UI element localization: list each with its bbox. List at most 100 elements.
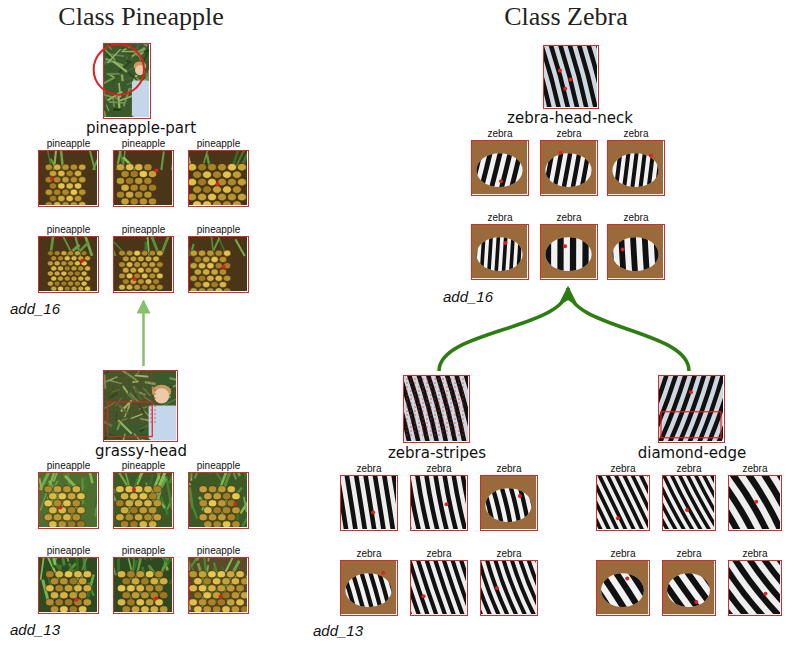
art-shape bbox=[222, 171, 231, 179]
art-shape bbox=[442, 406, 443, 407]
art-shape bbox=[729, 561, 780, 614]
art-shape bbox=[110, 389, 111, 390]
class-caption: zebra bbox=[596, 548, 650, 560]
sample-thumbnail: zebra bbox=[410, 548, 468, 616]
thumbnail-art bbox=[114, 473, 172, 527]
art-shape bbox=[72, 514, 80, 521]
art-shape bbox=[194, 281, 202, 287]
art-shape bbox=[149, 284, 156, 290]
art-shape bbox=[64, 585, 72, 592]
art-shape bbox=[138, 417, 139, 418]
art-shape bbox=[146, 393, 147, 394]
art-shape bbox=[199, 500, 207, 507]
art-shape bbox=[222, 507, 230, 514]
art-shape bbox=[95, 477, 97, 508]
art-shape bbox=[145, 290, 152, 291]
art-shape bbox=[414, 430, 415, 431]
art-shape bbox=[122, 385, 123, 386]
art-shape bbox=[357, 561, 396, 614]
art-shape bbox=[134, 262, 141, 268]
art-shape bbox=[462, 406, 463, 407]
art-shape bbox=[219, 594, 223, 598]
art-shape bbox=[122, 578, 130, 585]
art-shape bbox=[57, 286, 63, 291]
art-shape bbox=[130, 393, 131, 394]
art-shape bbox=[563, 244, 567, 248]
art-shape bbox=[193, 201, 202, 205]
art-shape bbox=[138, 381, 139, 382]
art-shape bbox=[434, 394, 435, 395]
art-shape bbox=[462, 434, 463, 435]
art-shape bbox=[118, 420, 132, 433]
art-shape bbox=[422, 386, 423, 387]
art-shape bbox=[219, 281, 227, 287]
art-shape bbox=[134, 397, 135, 398]
art-shape bbox=[110, 385, 111, 386]
art-shape bbox=[446, 426, 447, 427]
thumbnail-image bbox=[480, 560, 538, 616]
class-caption: pineapple bbox=[38, 545, 99, 557]
art-shape bbox=[494, 476, 536, 529]
class-caption: pineapple bbox=[188, 545, 249, 557]
sample-thumbnail: zebra bbox=[540, 128, 598, 196]
art-shape bbox=[458, 430, 459, 431]
art-shape bbox=[422, 410, 423, 411]
art-shape bbox=[679, 561, 714, 614]
class-caption: zebra bbox=[540, 212, 598, 224]
art-shape bbox=[142, 381, 143, 382]
art-shape bbox=[513, 141, 527, 194]
art-shape bbox=[120, 521, 128, 527]
art-shape bbox=[462, 418, 463, 419]
art-shape bbox=[458, 426, 459, 427]
thumbnail-art bbox=[597, 561, 648, 614]
art-shape bbox=[117, 585, 125, 592]
art-shape bbox=[122, 279, 129, 285]
art-shape bbox=[445, 502, 449, 506]
art-shape bbox=[139, 435, 148, 436]
art-shape bbox=[126, 393, 127, 394]
art-shape bbox=[198, 585, 206, 592]
art-shape bbox=[458, 398, 459, 399]
art-shape bbox=[64, 276, 70, 281]
art-shape bbox=[744, 561, 780, 614]
art-shape bbox=[450, 418, 451, 419]
art-shape bbox=[438, 430, 439, 431]
art-shape bbox=[414, 426, 415, 427]
art-shape bbox=[62, 202, 70, 205]
thumbnail-art bbox=[39, 237, 97, 291]
art-shape bbox=[406, 422, 407, 423]
art-shape bbox=[232, 493, 240, 500]
art-shape bbox=[608, 225, 616, 278]
art-shape bbox=[454, 398, 455, 399]
art-shape bbox=[144, 191, 152, 198]
class-caption: pineapple bbox=[38, 138, 99, 150]
art-shape bbox=[430, 398, 431, 399]
thumbnail-image bbox=[113, 557, 174, 614]
art-shape bbox=[189, 558, 247, 612]
art-shape bbox=[118, 417, 119, 418]
art-shape bbox=[458, 434, 459, 435]
art-shape bbox=[541, 141, 596, 194]
art-shape bbox=[189, 473, 247, 527]
art-shape bbox=[422, 390, 423, 391]
art-shape bbox=[144, 205, 152, 206]
art-shape bbox=[227, 163, 236, 171]
art-shape bbox=[430, 430, 431, 431]
art-shape bbox=[226, 571, 234, 578]
art-shape bbox=[451, 476, 466, 529]
art-shape bbox=[118, 405, 119, 406]
art-shape bbox=[442, 402, 443, 403]
thumbnail-art bbox=[608, 225, 663, 278]
art-shape bbox=[521, 561, 536, 614]
art-shape bbox=[57, 256, 63, 261]
art-shape bbox=[119, 273, 126, 279]
class-caption: pineapple bbox=[188, 460, 249, 472]
art-shape bbox=[199, 486, 207, 493]
art-shape bbox=[60, 606, 68, 612]
class-caption: pineapple bbox=[113, 224, 174, 236]
art-shape bbox=[153, 500, 161, 507]
art-shape bbox=[134, 500, 142, 507]
art-shape bbox=[222, 592, 230, 599]
art-shape bbox=[218, 500, 226, 507]
art-shape bbox=[146, 381, 147, 382]
